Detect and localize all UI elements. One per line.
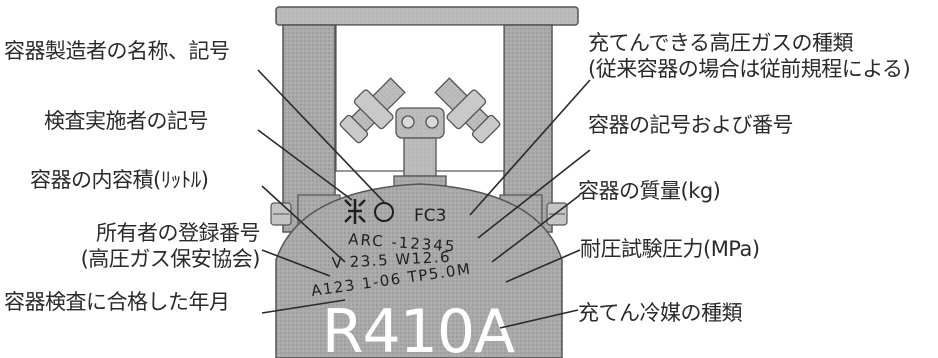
- label-owner: 所有者の登録番号 (高圧ガス保安協会): [80, 221, 261, 271]
- label-inspection-date: 容器検査に合格した年月: [4, 290, 230, 314]
- label-container-id: 容器の記号および番号: [588, 113, 794, 137]
- leader-refrigerant: [499, 309, 579, 329]
- valve-assembly: [339, 77, 501, 197]
- label-test-pressure: 耐圧試験圧力(MPa): [580, 237, 760, 261]
- label-gas-type: 充てんできる高圧ガスの種類 (従来容器の場合は従前規程による): [588, 31, 911, 81]
- leader-test-pressure: [505, 249, 581, 283]
- label-volume: 容器の内容積(ﾘｯﾄﾙ): [30, 168, 209, 192]
- leader-manufacturer: [257, 69, 385, 203]
- leader-lines: [257, 69, 591, 329]
- bolt-left: [270, 202, 292, 226]
- label-mass: 容器の質量(kg): [578, 179, 721, 203]
- leader-volume: [261, 185, 346, 263]
- manufacturer-mark-icon: [374, 202, 394, 222]
- leader-mass: [491, 194, 581, 263]
- guard-left: [282, 24, 341, 233]
- label-refrigerant-type: 充てん冷媒の種類: [578, 301, 743, 325]
- leader-gas-type: [469, 79, 591, 216]
- stamp-refrigerant: R410A: [322, 297, 515, 358]
- inspector-mark-icon: [344, 199, 366, 224]
- leader-inspection-date: [261, 299, 346, 314]
- leader-container-id: [477, 149, 591, 239]
- label-manufacturer: 容器製造者の名称、記号: [4, 39, 230, 63]
- handle-top-rail: [275, 6, 579, 26]
- leader-owner: [261, 249, 331, 277]
- label-inspector: 検査実施者の記号: [44, 109, 209, 133]
- stamp-fc3: FC3: [414, 206, 446, 226]
- leader-inspector: [257, 129, 353, 201]
